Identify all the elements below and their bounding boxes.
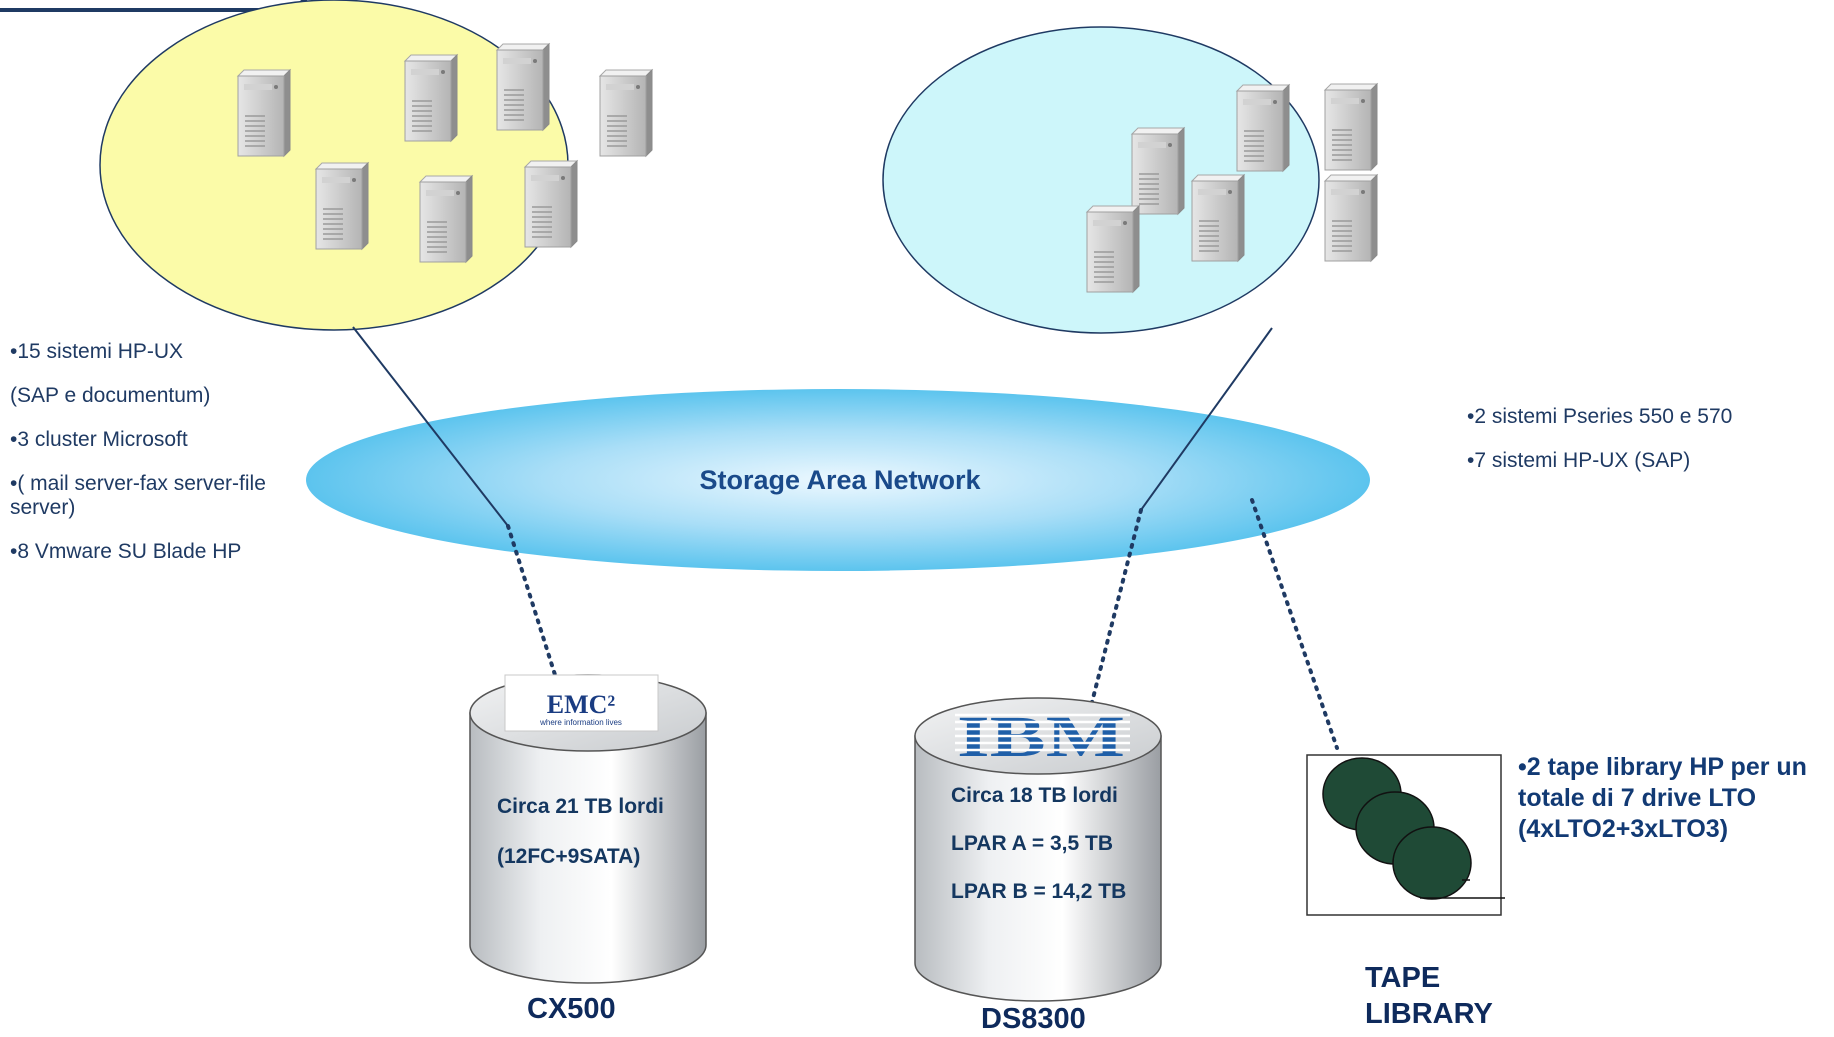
tape-library-icon xyxy=(1306,754,1505,916)
server-icon xyxy=(1191,174,1245,262)
tape-caption-line2: LIBRARY xyxy=(1365,998,1493,1030)
server-icon xyxy=(1131,127,1185,215)
svg-text:where information lives: where information lives xyxy=(539,718,622,727)
server-icon xyxy=(496,43,550,131)
right-host-description: •2 sistemi Pseries 550 e 570 •7 sistemi … xyxy=(1467,405,1827,493)
left-item: (SAP e documentum) xyxy=(10,384,211,407)
ibm-logo: IBM xyxy=(955,704,1130,769)
emc-disks: (12FC+9SATA) xyxy=(497,845,641,868)
right-item: •7 sistemi HP-UX (SAP) xyxy=(1467,449,1691,472)
server-icon xyxy=(404,54,458,142)
server-icon xyxy=(1324,83,1378,171)
left-item: •8 Vmware SU Blade HP xyxy=(10,540,242,563)
tape-library-description: •2 tape library HP per un totale di 7 dr… xyxy=(1518,753,1807,843)
right-item: •2 sistemi Pseries 550 e 570 xyxy=(1467,405,1733,428)
right-group-link xyxy=(1140,327,1273,511)
server-icon xyxy=(524,160,578,248)
server-icon xyxy=(419,175,473,263)
tape-reel-icon xyxy=(1392,826,1472,900)
left-host-description: •15 sistemi HP-UX (SAP e documentum) •3 … xyxy=(10,340,310,584)
ibm-san-link xyxy=(1088,508,1143,712)
left-item: •3 cluster Microsoft xyxy=(10,428,188,451)
svg-text:EMC²: EMC² xyxy=(547,690,616,719)
ibm-lpar-b: LPAR B = 14,2 TB xyxy=(951,880,1127,903)
ibm-lpar-a: LPAR A = 3,5 TB xyxy=(951,832,1114,855)
left-group-link xyxy=(352,326,509,527)
tape-caption-line1: TAPE xyxy=(1365,962,1441,994)
server-icon xyxy=(1324,174,1378,262)
emc-caption: CX500 xyxy=(527,993,616,1025)
san-label: Storage Area Network xyxy=(699,465,981,495)
server-icon xyxy=(1236,84,1290,172)
emc-capacity: Circa 21 TB lordi xyxy=(497,795,664,818)
emc-logo: EMC² where information lives xyxy=(504,674,659,732)
tape-san-link xyxy=(1250,498,1339,750)
left-item: •15 sistemi HP-UX xyxy=(10,340,184,363)
san-cloud xyxy=(306,389,1370,571)
ibm-capacity: Circa 18 TB lordi xyxy=(951,784,1118,807)
server-icon xyxy=(315,162,369,250)
emc-san-link xyxy=(506,524,558,680)
server-icon xyxy=(237,69,291,157)
ibm-caption: DS8300 xyxy=(981,1003,1086,1035)
server-icon xyxy=(599,69,653,157)
server-icon xyxy=(1086,205,1140,293)
left-item: •( mail server-fax server-file server) xyxy=(10,472,266,519)
